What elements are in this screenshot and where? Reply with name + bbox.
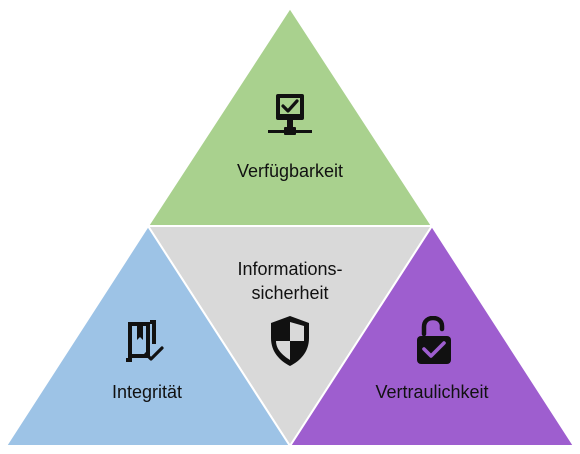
document-bookmark-check-icon	[124, 318, 168, 371]
segment-top-label: Verfügbarkeit	[236, 161, 344, 181]
padlock-check-icon	[414, 315, 454, 371]
segment-right-label: Vertraulichkeit	[375, 382, 489, 402]
segment-left-label: Integrität	[111, 382, 183, 402]
segment-center-label-line2: sicherheit	[251, 283, 329, 303]
monitor-check-icon	[266, 92, 314, 143]
shield-icon	[267, 314, 313, 373]
segment-center-label-line1: Informations-	[237, 259, 343, 279]
